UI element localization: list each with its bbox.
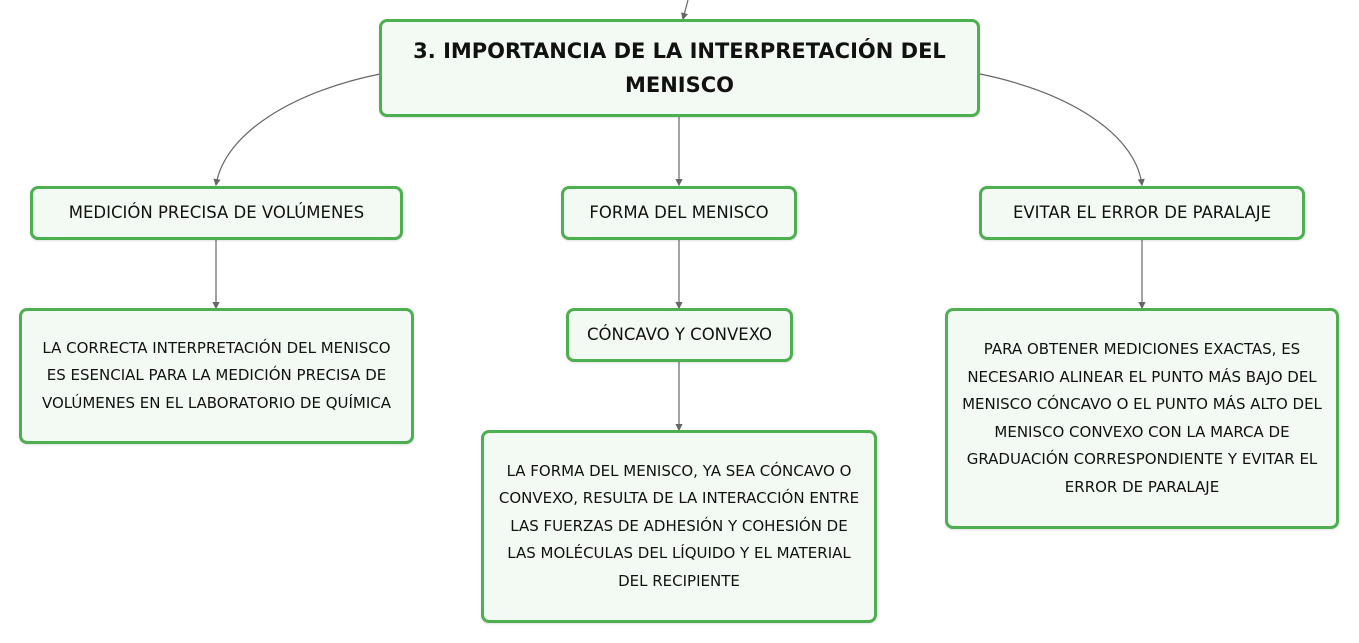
branch-node-paralaje[interactable]: EVITAR EL ERROR DE PARALAJE [979, 186, 1305, 240]
description-text-paralaje: PARA OBTENER MEDICIONES EXACTAS, ES NECE… [962, 340, 1322, 496]
subtopic-node-concavo-convexo[interactable]: CÓNCAVO Y CONVEXO [566, 308, 793, 362]
description-node-paralaje[interactable]: PARA OBTENER MEDICIONES EXACTAS, ES NECE… [945, 308, 1339, 529]
root-topic-text: 3. IMPORTANCIA DE LA INTERPRETACIÓN DEL … [413, 39, 946, 97]
connector-root-to-branch-3 [979, 73, 1145, 187]
branch-label-medicion: MEDICIÓN PRECISA DE VOLÚMENES [68, 203, 365, 222]
root-topic-node[interactable]: 3. IMPORTANCIA DE LA INTERPRETACIÓN DEL … [379, 19, 980, 117]
subtopic-label-concavo-convexo: CÓNCAVO Y CONVEXO [587, 325, 772, 344]
incoming-connector [681, 0, 689, 21]
connector-root-to-branch-1 [213, 73, 381, 187]
description-text-forma: LA FORMA DEL MENISCO, YA SEA CÓNCAVO O C… [498, 461, 860, 590]
branch-node-forma[interactable]: FORMA DEL MENISCO [561, 186, 797, 240]
description-text-medicion: LA CORRECTA INTERPRETACIÓN DEL MENISCO E… [41, 338, 392, 412]
description-node-forma[interactable]: LA FORMA DEL MENISCO, YA SEA CÓNCAVO O C… [481, 430, 877, 623]
branch-node-medicion[interactable]: MEDICIÓN PRECISA DE VOLÚMENES [30, 186, 403, 240]
branch-label-forma: FORMA DEL MENISCO [589, 203, 769, 222]
branch-label-paralaje: EVITAR EL ERROR DE PARALAJE [1012, 203, 1272, 222]
description-node-medicion[interactable]: LA CORRECTA INTERPRETACIÓN DEL MENISCO E… [19, 308, 414, 444]
